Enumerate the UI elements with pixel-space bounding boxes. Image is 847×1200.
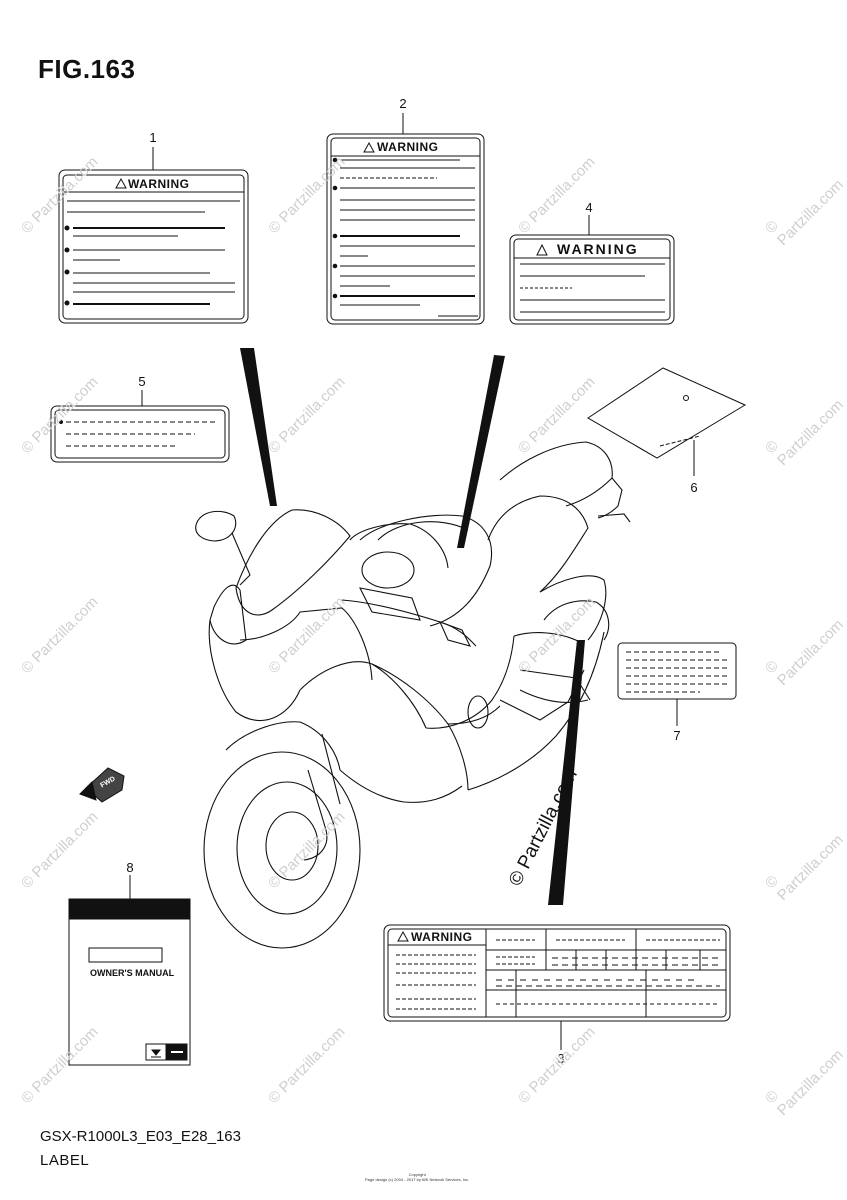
copyright-line-2: Page design (c) 2004 - 2017 by ARI Netwo… bbox=[365, 1177, 470, 1182]
label-1-title: WARNING bbox=[128, 177, 190, 191]
label-7 bbox=[617, 642, 737, 700]
label-3-title: WARNING bbox=[411, 930, 473, 944]
pointer-wedges bbox=[240, 348, 585, 905]
motorcycle-outline bbox=[195, 441, 631, 949]
copyright-notice: Copyright Page design (c) 2004 - 2017 by… bbox=[365, 1172, 469, 1182]
manual-title: OWNER'S MANUAL bbox=[90, 968, 175, 978]
label-1-warning bbox=[58, 169, 249, 324]
callout-5: 5 bbox=[138, 374, 146, 389]
callout-1: 1 bbox=[149, 130, 157, 145]
callout-2: 2 bbox=[399, 96, 407, 111]
pointer-wedge-2 bbox=[457, 355, 505, 548]
owners-manual-8 bbox=[68, 898, 191, 1066]
copyright-line-1: Copyright bbox=[408, 1172, 426, 1177]
section-label: LABEL bbox=[40, 1152, 90, 1169]
label-2-warning bbox=[326, 133, 485, 325]
model-code: GSX-R1000L3_E03_E28_163 bbox=[40, 1128, 241, 1145]
fwd-arrow-icon bbox=[79, 767, 125, 803]
figure-title: FIG.163 bbox=[38, 54, 136, 84]
callout-4: 4 bbox=[585, 200, 593, 215]
label-4-warning bbox=[509, 234, 675, 325]
label-6-sheet bbox=[587, 367, 747, 459]
callout-3: 3 bbox=[557, 1051, 565, 1066]
pointer-wedge-1 bbox=[240, 348, 277, 506]
label-4-title: WARNING bbox=[557, 241, 639, 257]
label-2-title: WARNING bbox=[377, 140, 439, 154]
label-5 bbox=[50, 405, 230, 463]
callout-7: 7 bbox=[673, 728, 681, 743]
callout-6: 6 bbox=[690, 480, 698, 495]
label-3-warning bbox=[383, 924, 731, 1022]
callout-8: 8 bbox=[126, 860, 134, 875]
pointer-wedge-3 bbox=[548, 640, 585, 905]
